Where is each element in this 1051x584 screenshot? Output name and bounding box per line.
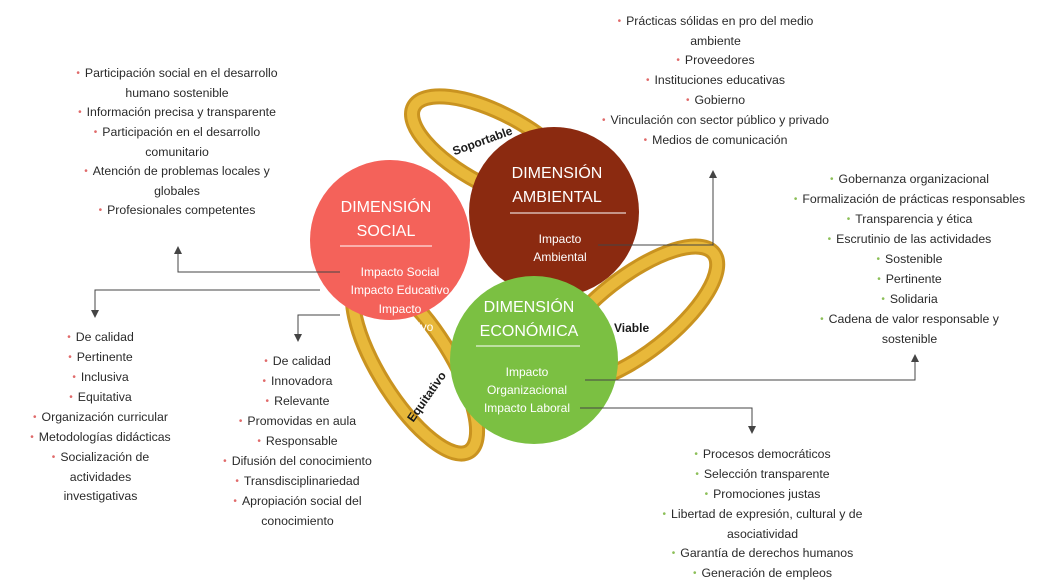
list-item: Inclusiva xyxy=(8,368,193,388)
connector-arrows xyxy=(91,170,919,434)
arrow-laboral xyxy=(580,407,756,434)
list-item: Promovidas en aula xyxy=(200,412,395,432)
list-item: Formalización de prácticas responsables xyxy=(768,190,1051,210)
list-item: Atención de problemas locales y globales xyxy=(72,162,282,201)
arrow-ambiental xyxy=(598,170,717,246)
list-item: Pertinente xyxy=(8,348,193,368)
list-item: Relevante xyxy=(200,392,395,412)
list-environmental: Prácticas sólidas en pro del medio ambie… xyxy=(598,12,833,151)
arrow-educativo xyxy=(91,289,320,318)
list-item: Gobernanza organizacional xyxy=(768,170,1051,190)
list-item: De calidad xyxy=(8,328,193,348)
list-item: Solidaria xyxy=(768,290,1051,310)
list-research: De calidad Innovadora Relevante Promovid… xyxy=(200,352,395,531)
list-item: Medios de comunicación xyxy=(598,131,833,151)
social-item-3: Impacto xyxy=(379,302,422,316)
ambiental-title-1: DIMENSIÓN xyxy=(512,163,603,182)
social-item-1: Impacto Social xyxy=(361,265,440,279)
list-item: Procesos democráticos xyxy=(640,445,885,465)
economica-item-3: Impacto Laboral xyxy=(484,401,570,415)
list-item: Garantía de derechos humanos xyxy=(640,544,885,564)
list-labor: Procesos democráticos Selección transpar… xyxy=(640,445,885,584)
list-item: Innovadora xyxy=(200,372,395,392)
circle-ambiental xyxy=(469,127,639,297)
label-equitativo: Equitativo xyxy=(404,369,449,425)
list-item: Libertad de expresión, cultural y de aso… xyxy=(640,505,885,544)
list-item: Apropiación social del conocimiento xyxy=(200,492,395,531)
circle-social xyxy=(310,160,470,320)
economica-title-1: DIMENSIÓN xyxy=(484,297,575,316)
ambiental-item-1: Impacto xyxy=(539,232,582,246)
list-item: Socialización de actividades investigati… xyxy=(8,448,193,506)
list-item: Profesionales competentes xyxy=(72,201,282,221)
list-item: Instituciones educativas xyxy=(598,71,833,91)
economica-item-1: Impacto xyxy=(506,365,549,379)
social-title-1: DIMENSIÓN xyxy=(341,197,432,216)
list-item: Selección transparente xyxy=(640,465,885,485)
list-organizational: Gobernanza organizacional Formalización … xyxy=(768,170,1051,349)
list-item: Transdisciplinariedad xyxy=(200,472,395,492)
list-item: Participación en el desarrollo comunitar… xyxy=(72,123,282,162)
list-item: Gobierno xyxy=(598,91,833,111)
list-item: Equitativa xyxy=(8,388,193,408)
list-item: Sostenible xyxy=(768,250,1051,270)
list-item: Generación de empleos xyxy=(640,564,885,584)
economica-item-2: Organizacional xyxy=(487,383,567,397)
list-item: Vinculación con sector público y privado xyxy=(598,111,833,131)
circle-economica xyxy=(450,276,618,444)
list-item: Participación social en el desarrollo hu… xyxy=(72,64,282,103)
arrow-social xyxy=(174,246,340,273)
ambiental-item-2: Ambiental xyxy=(533,250,586,264)
list-social-impact: Participación social en el desarrollo hu… xyxy=(72,64,282,221)
list-educational: De calidad Pertinente Inclusiva Equitati… xyxy=(8,328,193,506)
social-item-4: Investigativo xyxy=(367,320,434,334)
list-item: Metodologías didácticas xyxy=(8,428,193,448)
list-item: Transparencia y ética xyxy=(768,210,1051,230)
social-item-2: Impacto Educativo xyxy=(351,283,450,297)
economica-title-2: ECONÓMICA xyxy=(480,321,579,340)
list-item: De calidad xyxy=(200,352,395,372)
list-item: Responsable xyxy=(200,432,395,452)
list-item: Organización curricular xyxy=(8,408,193,428)
social-title-2: SOCIAL xyxy=(357,223,416,240)
list-item: Promociones justas xyxy=(640,485,885,505)
list-item: Cadena de valor responsable y sostenible xyxy=(768,310,1051,349)
ambiental-title-2: AMBIENTAL xyxy=(512,189,602,206)
list-item: Difusión del conocimiento xyxy=(200,452,395,472)
list-item: Escrutinio de las actividades xyxy=(768,230,1051,250)
list-item: Proveedores xyxy=(598,51,833,71)
arrow-organizacional xyxy=(585,354,919,381)
arrow-investigativo xyxy=(294,314,340,342)
list-item: Información precisa y transparente xyxy=(72,103,282,123)
label-viable: Viable xyxy=(614,321,649,335)
list-item: Pertinente xyxy=(768,270,1051,290)
list-item: Prácticas sólidas en pro del medio ambie… xyxy=(598,12,833,51)
